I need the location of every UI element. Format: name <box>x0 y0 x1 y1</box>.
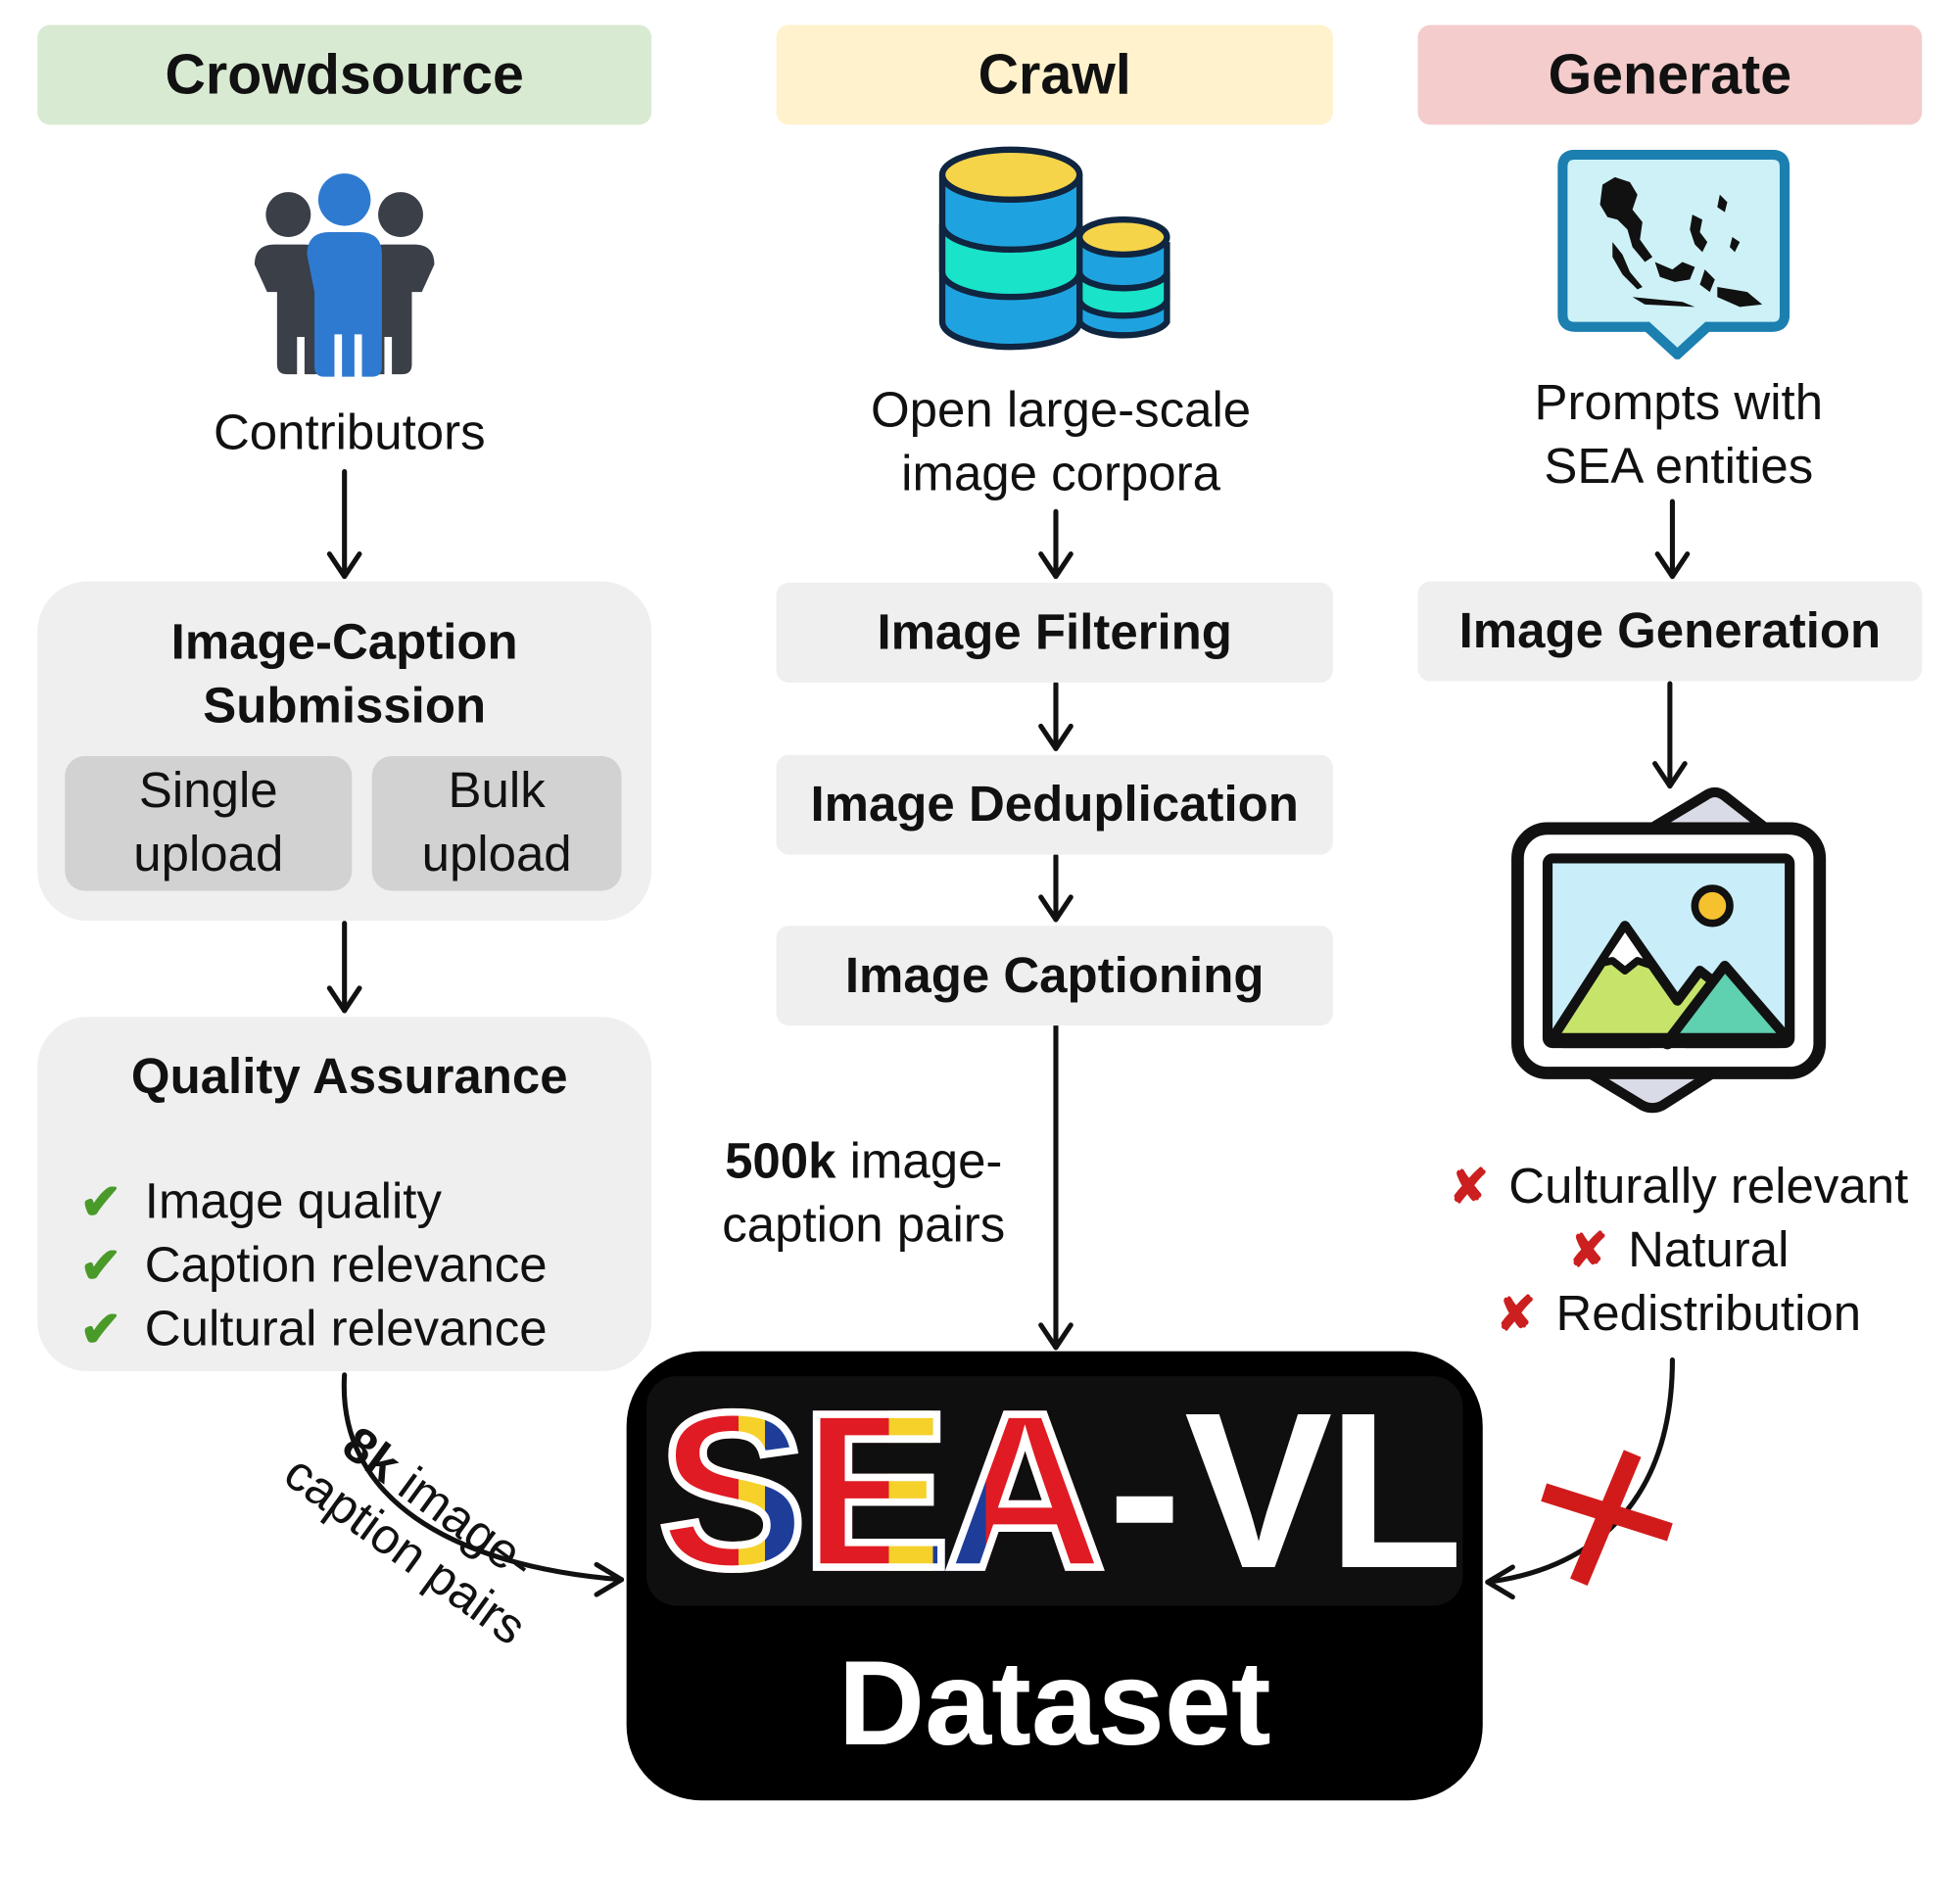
dataset-logo: SEA - VL <box>654 1365 1463 1615</box>
criteria-item: ✘ Natural <box>1568 1222 1790 1278</box>
prompts-label: Prompts with SEA entities <box>1534 375 1824 495</box>
dataset-logo-banner <box>646 1376 1463 1606</box>
sea-map-chat-bubble-icon <box>1557 149 1790 359</box>
criteria-item: ✘ Redistribution <box>1496 1286 1862 1342</box>
check-mark-icon: ✔ <box>79 1238 122 1294</box>
big-red-cross-icon <box>1541 1450 1673 1586</box>
header-crawl: Crawl <box>776 24 1333 125</box>
cross-mark-icon: ✘ <box>1496 1288 1537 1342</box>
qa-checklist: ✔ Image quality ✔ Caption relevance ✔ Cu… <box>80 1170 548 1361</box>
dataset-label: Dataset <box>837 1637 1271 1771</box>
logo-vl-text: VL <box>1184 1365 1463 1615</box>
logo-dash-text: - <box>1108 1365 1182 1615</box>
corpora-label: Open large-scale image corpora <box>870 383 1252 502</box>
single-upload-option: Single upload <box>65 755 353 891</box>
header-generate: Generate <box>1417 24 1923 125</box>
arrow-qa-to-dataset <box>341 1372 625 1583</box>
landscape-picture-icon <box>1511 786 1827 1114</box>
bulk-upload-option: Bulk upload <box>371 755 622 891</box>
quality-assurance-box <box>37 1017 652 1372</box>
people-group-icon <box>254 173 435 377</box>
qa-check-item: ✔ Image quality <box>79 1173 442 1230</box>
logo-sea-text: SEA <box>654 1365 1109 1615</box>
header-crowdsource: Crowdsource <box>37 24 652 125</box>
check-mark-icon: ✔ <box>79 1302 122 1357</box>
qa-check-item: ✔ Cultural relevance <box>79 1301 548 1357</box>
cross-mark-icon: ✘ <box>1568 1224 1608 1278</box>
image-deduplication-step: Image Deduplication <box>776 754 1333 855</box>
image-filtering-step: Image Filtering <box>776 582 1333 683</box>
cross-mark-icon: ✘ <box>1449 1162 1489 1214</box>
crawl-pairs-label: 500k image- caption pairs <box>722 1133 1006 1253</box>
generate-criteria: ✘ Culturally relevant ✘ Natural ✘ Redist… <box>1423 1156 1934 1347</box>
qa-title: Quality Assurance <box>130 1049 568 1105</box>
qa-check-item: ✔ Caption relevance <box>79 1237 548 1294</box>
criteria-item: ✘ Culturally relevant <box>1449 1159 1909 1214</box>
arrow-generate-to-dataset <box>1485 1357 1675 1585</box>
image-captioning-step: Image Captioning <box>776 926 1333 1026</box>
database-stack-icon <box>938 146 1170 351</box>
image-generation-step: Image Generation <box>1417 581 1923 682</box>
check-mark-icon: ✔ <box>79 1174 122 1230</box>
dataset-box: SEA - VL Dataset <box>626 1351 1483 1801</box>
contributors-label: Contributors <box>213 405 486 461</box>
submission-title: Image-Caption Submission <box>170 615 518 735</box>
